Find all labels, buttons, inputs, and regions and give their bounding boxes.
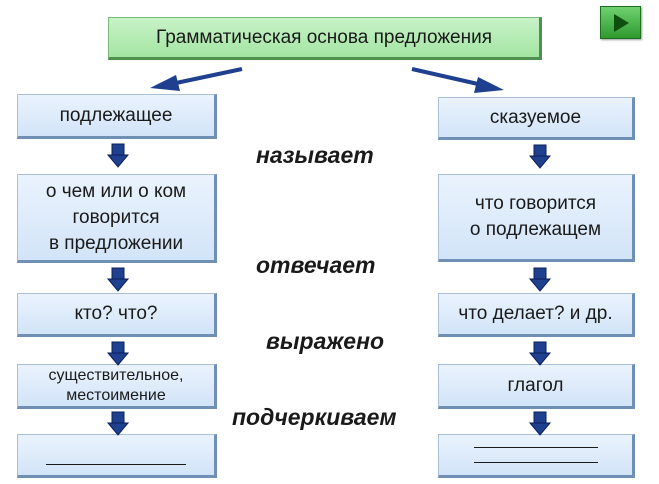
predicate-meaning-box: что говорится о подлежащем — [438, 174, 635, 262]
subject-meaning-line-1: о чем или о ком — [45, 180, 187, 202]
subject-meaning-box: о чем или о ком говорится в предложении — [17, 174, 217, 263]
predicate-expressed-box: глагол — [438, 364, 635, 409]
subject-underline-box — [17, 434, 217, 478]
arrow-to-predicate — [411, 67, 504, 93]
subject-expressed-line-2: местоимение — [66, 386, 166, 404]
title-box: Грамматическая основа предложения — [108, 17, 542, 60]
arrow-down-icon — [107, 143, 129, 168]
play-button[interactable] — [600, 6, 641, 39]
subject-label: подлежащее — [59, 104, 173, 126]
arrow-down-icon — [529, 267, 551, 292]
predicate-question-label: что делает? и др. — [458, 303, 613, 324]
label-expressed: выражено — [266, 328, 385, 354]
predicate-underline-sample — [473, 447, 598, 463]
subject-underline-sample — [46, 463, 186, 465]
label-answers: отвечает — [256, 252, 376, 278]
subject-question-box: кто? что? — [17, 293, 217, 337]
predicate-meaning-line-1: что говорится — [474, 193, 597, 214]
play-icon — [613, 13, 629, 32]
arrow-to-subject — [150, 67, 243, 91]
label-names: называет — [256, 142, 374, 168]
predicate-meaning-line-2: о подлежащем — [469, 219, 602, 240]
subject-question-label: кто? что? — [74, 303, 158, 324]
predicate-label: сказуемое — [489, 106, 582, 128]
subject-expressed-box: существительное, местоимение — [17, 364, 217, 409]
arrow-down-icon — [107, 411, 129, 436]
predicate-box: сказуемое — [438, 97, 635, 140]
subject-box: подлежащее — [17, 94, 217, 139]
arrow-down-icon — [529, 144, 551, 169]
label-underline: подчеркиваем — [232, 404, 397, 430]
predicate-question-box: что делает? и др. — [438, 293, 635, 337]
subject-meaning-line-3: в предложении — [48, 232, 184, 254]
arrow-down-icon — [529, 341, 551, 366]
subject-meaning-line-2: говорится — [72, 206, 160, 228]
predicate-underline-box — [438, 434, 635, 478]
arrow-down-icon — [107, 267, 129, 292]
arrow-down-icon — [529, 411, 551, 436]
title-text: Грамматическая основа предложения — [155, 26, 493, 48]
arrow-down-icon — [107, 341, 129, 366]
subject-expressed-line-1: существительное, — [48, 366, 184, 384]
predicate-expressed-label: глагол — [507, 374, 564, 396]
